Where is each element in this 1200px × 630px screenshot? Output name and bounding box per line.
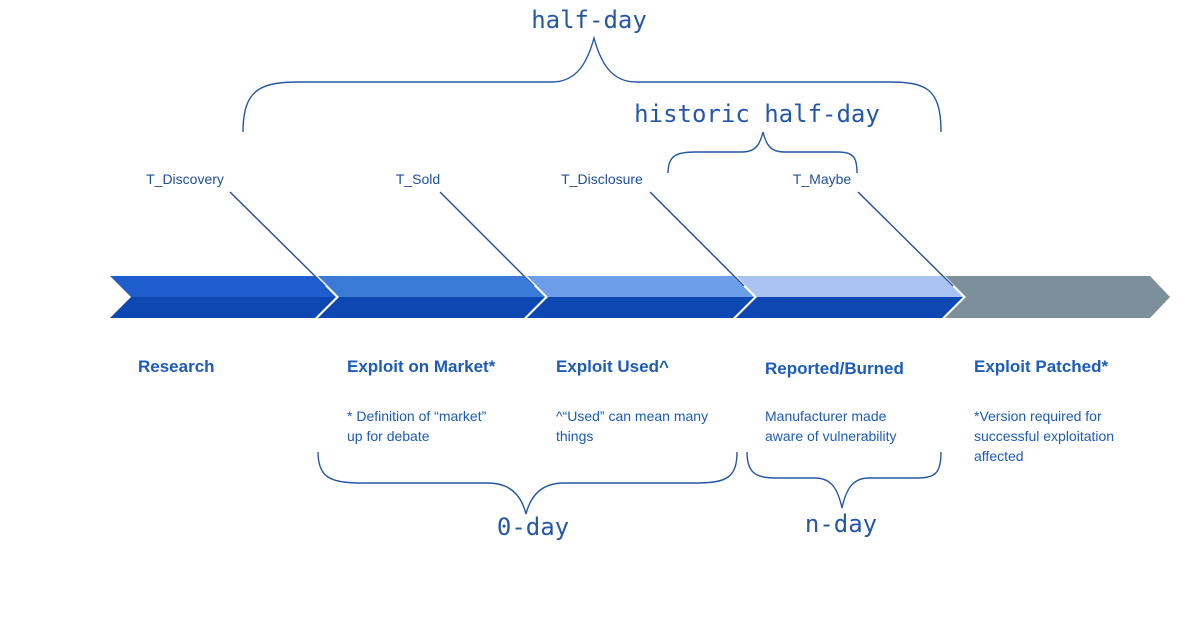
zero-day-label: 0-day — [496, 513, 570, 541]
stage-desc-exploit-patched: *Version required for successful exploit… — [974, 408, 1115, 464]
time-point-t-disclosure: T_Disclosure — [561, 171, 643, 187]
chevron-segment-exploit-patched — [945, 276, 1170, 318]
stage-desc-exploit-on-market: * Definition of “market” up for debate — [347, 408, 487, 444]
half-day-bracket — [242, 35, 942, 133]
time-point-t-maybe: T_Maybe — [792, 171, 852, 187]
connector-t-discovery — [229, 191, 326, 287]
stage-title-exploit-used: Exploit Used^ — [556, 357, 669, 376]
connector-t-disclosure — [649, 191, 745, 287]
stage-title-reported-burned: Reported/Burned — [765, 359, 904, 378]
chevron-segment-exploit-on-market — [318, 276, 545, 318]
connector-t-sold — [439, 191, 535, 287]
chevron-segment-exploit-used — [527, 276, 754, 318]
half-day-label: half-day — [531, 6, 647, 34]
chevron-segment-reported-burned — [736, 276, 963, 318]
time-point-t-sold: T_Sold — [395, 171, 441, 187]
n-day-bracket — [746, 451, 942, 509]
stage-title-exploit-on-market: Exploit on Market* — [347, 357, 496, 376]
stage-title-research: Research — [138, 357, 215, 376]
n-day-label: n-day — [804, 510, 878, 538]
chevron-segment-research — [110, 276, 336, 318]
historic-half-day-label: historic half-day — [634, 100, 880, 128]
stage-desc-exploit-used: ^“Used” can mean many things — [556, 408, 709, 444]
stage-title-exploit-patched: Exploit Patched* — [974, 357, 1109, 376]
zero-day-bracket — [317, 451, 738, 515]
historic-half-day-bracket — [667, 131, 858, 174]
time-point-t-discovery: T_Discovery — [146, 171, 224, 187]
connector-t-maybe — [857, 191, 954, 287]
stage-desc-reported-burned: Manufacturer made aware of vulnerability — [765, 408, 897, 444]
